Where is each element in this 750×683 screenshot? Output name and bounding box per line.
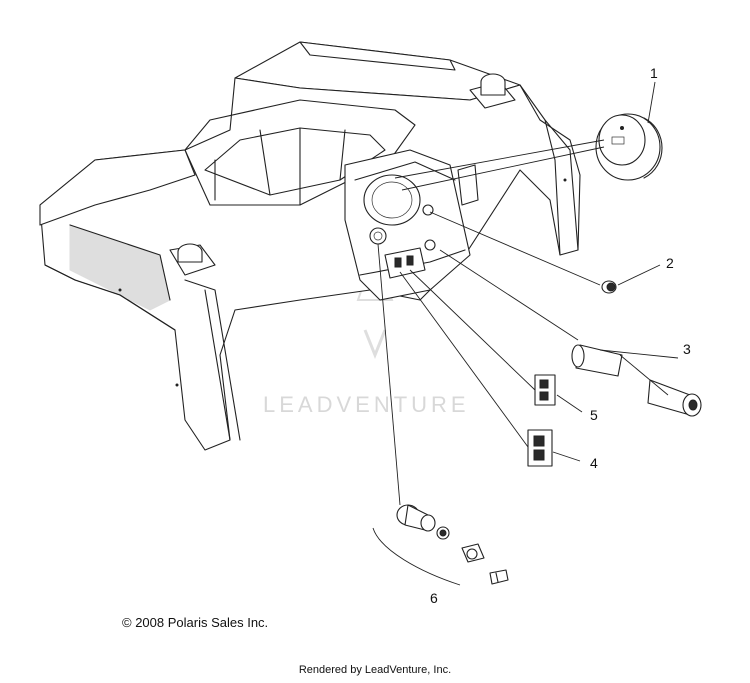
callout-6: 6 [430, 590, 438, 606]
copyright-text: © 2008 Polaris Sales Inc. [122, 615, 269, 630]
part-3-power-outlet[interactable] [571, 344, 702, 417]
callouts: 1 2 3 4 5 6 [430, 65, 691, 606]
callout-4: 4 [590, 455, 598, 471]
callout-1: 1 [650, 65, 658, 81]
part-4-switch[interactable] [527, 429, 553, 467]
part-2-indicator-lamp[interactable] [601, 280, 617, 294]
rendered-by-text: Rendered by LeadVenture, Inc. [298, 664, 452, 676]
part-5-rocker-switch[interactable] [534, 374, 556, 406]
right-mount [469, 73, 516, 109]
callout-3: 3 [683, 341, 691, 357]
leader-lines [372, 81, 679, 586]
callout-2: 2 [666, 255, 674, 271]
part-6-ignition-kit[interactable] [396, 504, 509, 585]
left-mount [169, 243, 216, 276]
dash-assembly [39, 41, 581, 451]
watermark-text: LEADVENTURE [263, 392, 470, 417]
part-1-speedometer-gauge[interactable] [595, 113, 663, 181]
watermark: LEADVENTURE [263, 246, 470, 417]
callout-5: 5 [590, 407, 598, 423]
